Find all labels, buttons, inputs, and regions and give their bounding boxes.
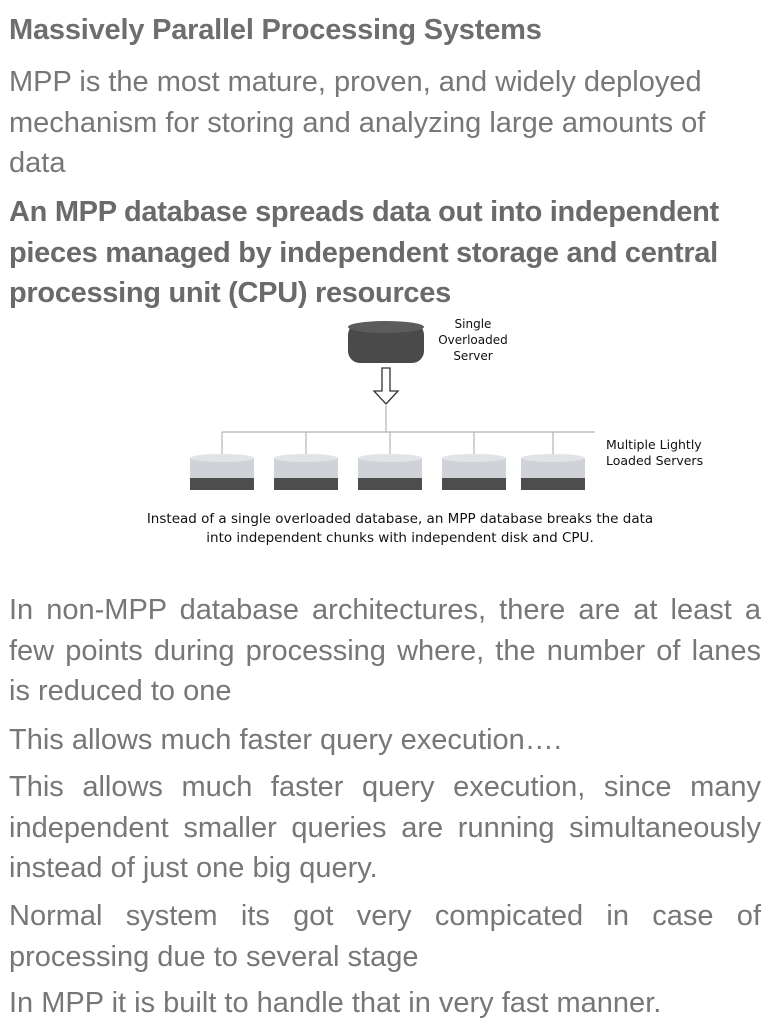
light-server-icon-5 bbox=[521, 454, 585, 490]
mpp-diagram: Single Overloaded Server bbox=[90, 312, 730, 557]
light-server-icon-4 bbox=[442, 454, 506, 490]
caption-line2: into independent chunks with independent… bbox=[206, 530, 594, 546]
paragraph-normal-system: Normal system its got very compicated in… bbox=[9, 900, 761, 973]
paragraph-non-mpp: In non-MPP database architectures, there… bbox=[9, 594, 761, 707]
top-label-line2: Overloaded bbox=[438, 333, 508, 347]
figure-caption: Instead of a single overloaded database,… bbox=[90, 510, 710, 548]
light-server-icon-2 bbox=[274, 454, 338, 490]
slide-title: Massively Parallel Processing Systems bbox=[9, 14, 542, 46]
light-server-icon-3 bbox=[358, 454, 422, 490]
paragraph-mpp-fast: In MPP it is built to handle that in ver… bbox=[9, 987, 662, 1019]
mpp-diagram-graphic: Single Overloaded Server bbox=[190, 317, 703, 490]
light-server-icon-1 bbox=[190, 454, 254, 490]
right-label-line1: Multiple Lightly bbox=[606, 437, 702, 452]
paragraph-mpp-maturity: MPP is the most mature, proven, and wide… bbox=[9, 66, 706, 179]
caption-line1: Instead of a single overloaded database,… bbox=[146, 511, 654, 527]
right-label-line2: Loaded Servers bbox=[606, 453, 703, 468]
paragraph-faster-query-short: This allows much faster query execution…… bbox=[9, 724, 562, 756]
paragraph-mpp-definition: An MPP database spreads data out into in… bbox=[9, 196, 719, 309]
paragraph-faster-query-full: This allows much faster query execution,… bbox=[9, 771, 761, 884]
top-label-line3: Server bbox=[453, 349, 492, 363]
overloaded-server-icon bbox=[348, 321, 424, 363]
down-arrow-icon bbox=[372, 367, 400, 405]
top-label-line1: Single bbox=[455, 317, 492, 331]
connector-lines bbox=[221, 404, 595, 458]
